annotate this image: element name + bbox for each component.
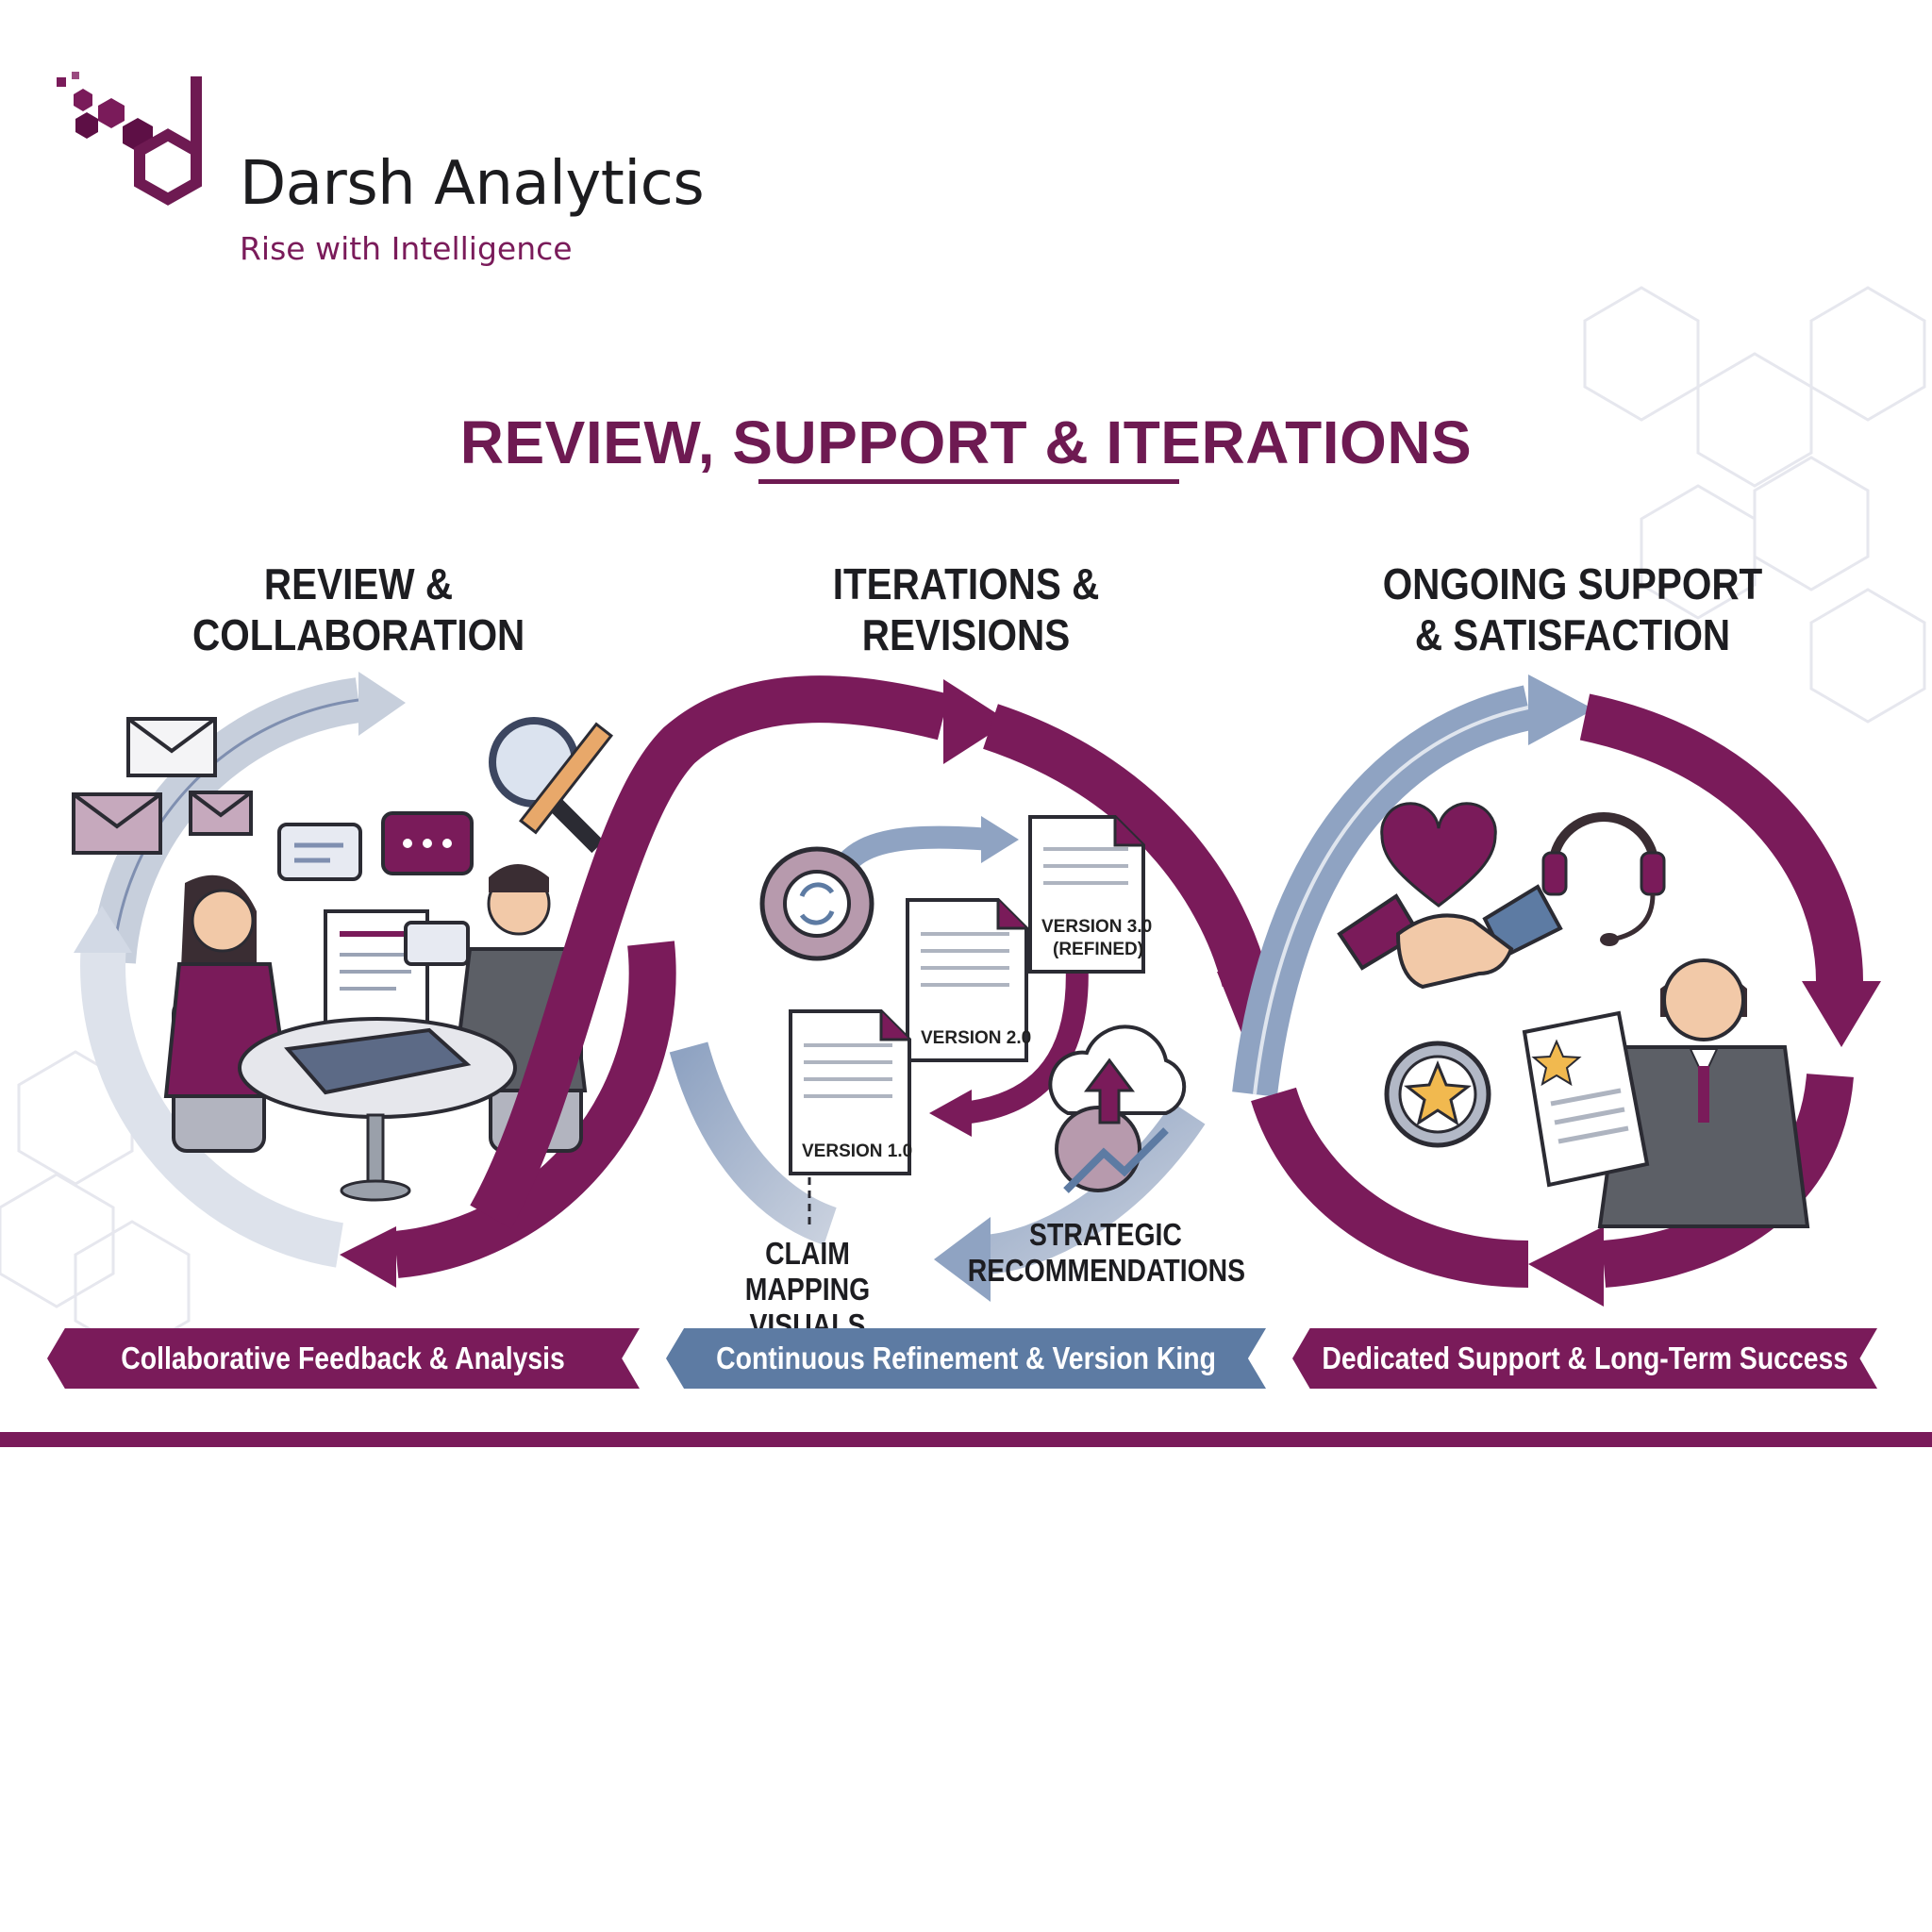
darsh-logo-icon — [57, 72, 202, 206]
brand-tagline: Rise with Intelligence — [240, 230, 573, 267]
title-underline — [758, 479, 1179, 484]
strategic-line: RECOMMENDATIONS — [967, 1253, 1246, 1288]
claim-mapping-line: CLAIM MAPPING — [744, 1236, 871, 1307]
brand-name: Darsh Analytics — [240, 149, 705, 219]
column-title-support: ONGOING SUPPORT & SATISFACTION — [1369, 558, 1775, 660]
handshake-icon — [1337, 884, 1563, 990]
version-3-label: VERSION 3.0 — [1041, 917, 1152, 937]
claim-mapping-label: CLAIM MAPPING VISUALS — [702, 1236, 913, 1343]
page-title: REVIEW, SUPPORT & ITERATIONS — [459, 408, 1473, 476]
column-title-line: ITERATIONS & — [832, 559, 1100, 608]
banner-collaborative-feedback: Collaborative Feedback & Analysis — [47, 1328, 640, 1389]
review-cycle-arrows — [74, 672, 676, 1288]
support-agent-illustration — [1522, 958, 1810, 1228]
iteration-cycle-arrows — [470, 675, 1292, 1302]
column-title-line: ONGOING SUPPORT — [1382, 559, 1763, 608]
banner-dedicated-support: Dedicated Support & Long-Term Success — [1292, 1328, 1877, 1389]
brand-header: Darsh Analytics Rise with Intelligence — [55, 72, 828, 267]
column-title-iterations: ITERATIONS & REVISIONS — [800, 558, 1132, 660]
document-icon: VERSION 3.0 (REFINED) VERSION 2.0 VERSIO… — [789, 815, 1152, 1226]
footer-rule — [0, 1432, 1932, 1447]
envelope-icon — [72, 717, 253, 855]
column-title-line: REVIEW & — [263, 559, 454, 608]
version-2-label: VERSION 2.0 — [921, 1028, 1031, 1048]
cloud-upload-icon — [1048, 1024, 1187, 1193]
strategic-line: STRATEGIC — [1029, 1217, 1182, 1252]
headset-icon — [1541, 812, 1666, 946]
chat-bubble-icon — [277, 811, 474, 881]
banner-text: Collaborative Feedback & Analysis — [121, 1341, 566, 1375]
banner-continuous-refinement: Continuous Refinement & Version King — [666, 1328, 1266, 1389]
column-title-line: & SATISFACTION — [1414, 610, 1731, 659]
column-title-line: REVISIONS — [861, 610, 1071, 659]
banner-text: Continuous Refinement & Version King — [716, 1341, 1216, 1375]
column-title-line: COLLABORATION — [192, 610, 525, 659]
version-3-note: (REFINED) — [1053, 940, 1143, 959]
version-1-label: VERSION 1.0 — [802, 1141, 912, 1161]
gear-refresh-icon — [759, 846, 874, 961]
magnifier-pencil-icon — [489, 717, 614, 854]
strategic-recommendations-label: STRATEGIC RECOMMENDATIONS — [967, 1217, 1246, 1289]
star-medal-icon — [1384, 1041, 1491, 1148]
heart-icon — [1380, 802, 1497, 908]
column-title-review: REVIEW & COLLABORATION — [192, 558, 525, 660]
banner-text: Dedicated Support & Long-Term Success — [1322, 1341, 1848, 1375]
